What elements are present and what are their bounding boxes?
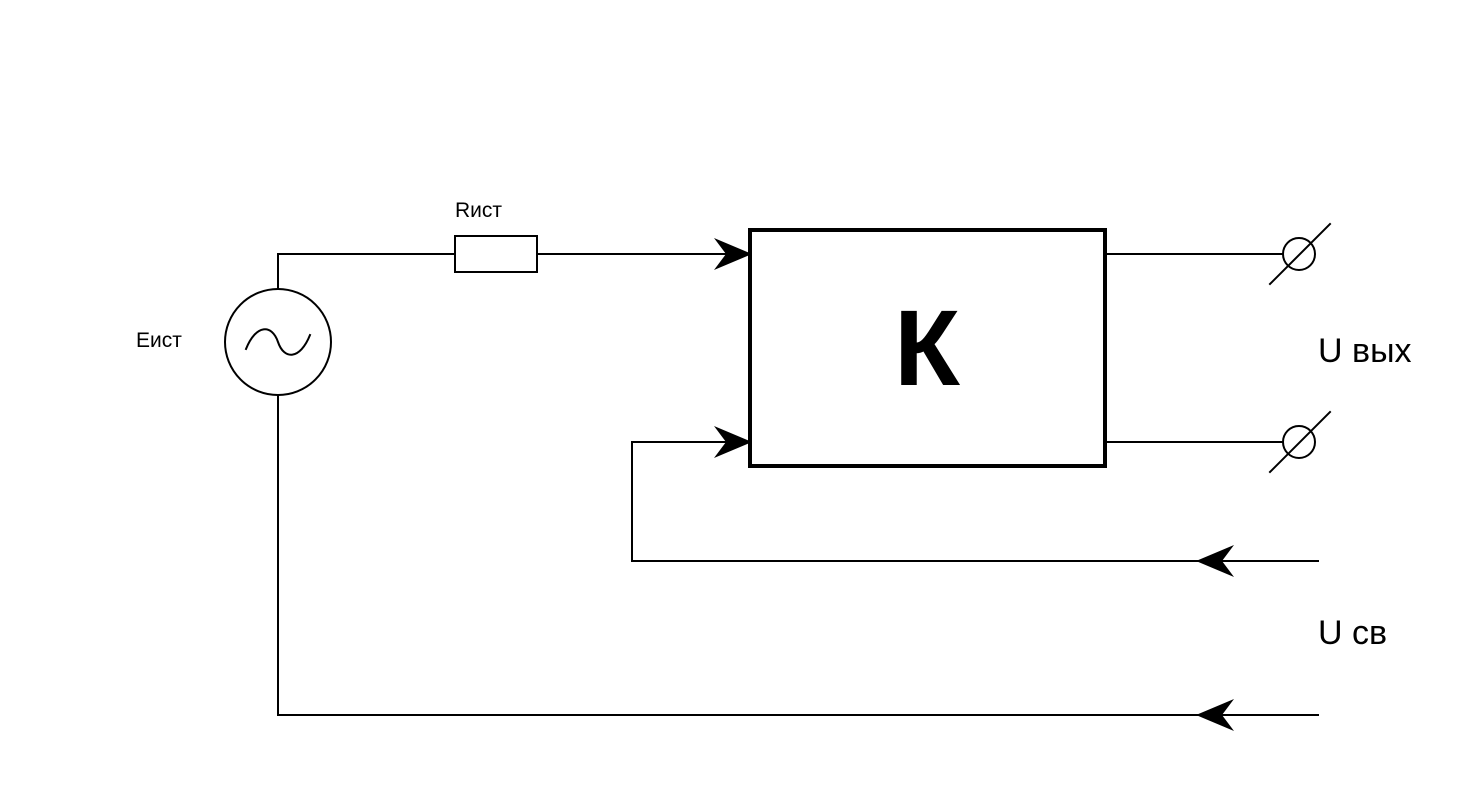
amplifier-block — [748, 228, 1107, 468]
feedback-arrow — [1196, 545, 1234, 577]
resistor-icon — [454, 235, 538, 273]
output-terminal-bottom-icon — [1268, 410, 1332, 474]
input-arrow-top — [714, 238, 752, 270]
terminal-bottom-circle — [1282, 425, 1316, 459]
wire-source-to-resistor — [277, 253, 456, 290]
ac-source-circle — [224, 288, 332, 396]
terminal-bottom-slash — [1268, 410, 1332, 474]
terminal-top-circle — [1282, 237, 1316, 271]
input-arrow-bottom — [714, 426, 752, 458]
terminal-top-slash — [1268, 222, 1332, 286]
output-terminal-top-icon — [1268, 222, 1332, 286]
amplifier-label: К — [894, 287, 961, 408]
source-resistance-label: Rист — [455, 199, 502, 222]
sine-wave-icon — [244, 328, 312, 356]
feedback-voltage-label: U св — [1318, 614, 1387, 652]
wire-source-return — [277, 394, 1319, 716]
return-arrow — [1196, 699, 1234, 731]
wire-feedback-loop — [631, 441, 1319, 562]
ac-voltage-source-icon — [224, 288, 332, 396]
source-emf-label: Eист — [136, 329, 182, 352]
output-voltage-label: U вых — [1318, 332, 1412, 370]
